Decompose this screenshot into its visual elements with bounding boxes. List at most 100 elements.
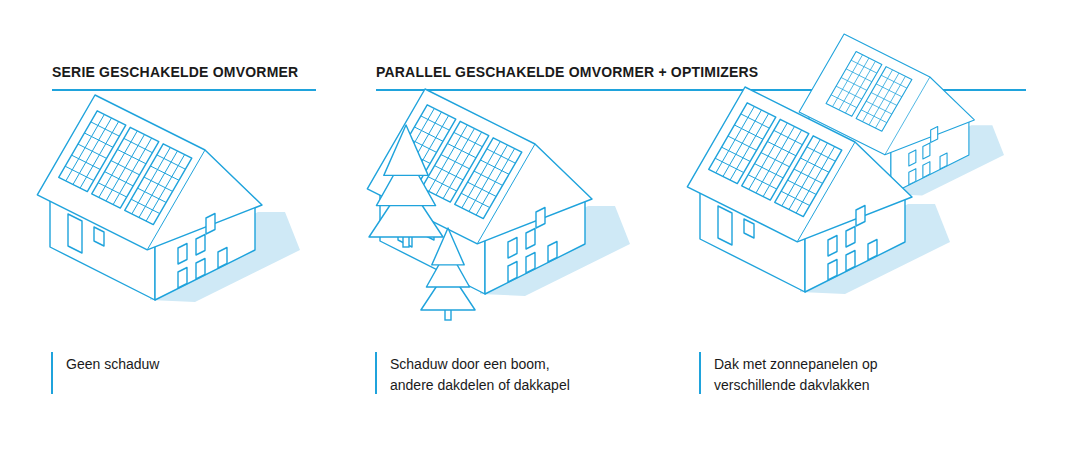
house bbox=[367, 89, 630, 296]
caption: Schaduw door een boom, andere dakdelen o… bbox=[390, 354, 590, 396]
panel-cell bbox=[728, 136, 757, 150]
panel-cell bbox=[468, 182, 497, 196]
solar-panel bbox=[455, 138, 522, 219]
panel-cell bbox=[150, 166, 179, 180]
caption-bar bbox=[51, 352, 53, 394]
panel-cell bbox=[157, 155, 186, 169]
window bbox=[856, 206, 865, 227]
panel-cell bbox=[734, 125, 763, 139]
panel-cell bbox=[487, 149, 516, 163]
panel-cell bbox=[881, 75, 907, 88]
panel-cell bbox=[480, 160, 509, 174]
panel-cell bbox=[788, 180, 817, 194]
window bbox=[536, 208, 545, 229]
house bbox=[687, 87, 950, 294]
window bbox=[828, 260, 837, 281]
panel-cell bbox=[846, 69, 872, 82]
panel-cell bbox=[871, 93, 897, 106]
section-heading: SERIE GESCHAKELDE OMVORMER bbox=[52, 64, 298, 80]
window bbox=[846, 227, 855, 248]
panel-cell bbox=[111, 161, 140, 175]
panel-cell bbox=[428, 177, 457, 191]
window bbox=[931, 127, 938, 143]
panel-cell bbox=[866, 101, 892, 114]
panel-cell bbox=[876, 84, 902, 97]
panel-cell bbox=[421, 116, 450, 130]
caption-bar bbox=[375, 352, 377, 394]
window bbox=[909, 150, 916, 166]
panel-cell bbox=[748, 175, 777, 189]
house-scenes bbox=[37, 34, 1004, 320]
panel-cell bbox=[861, 110, 887, 123]
tree bbox=[421, 228, 475, 320]
door bbox=[68, 214, 82, 253]
panel-cell bbox=[841, 78, 867, 91]
panel-cell bbox=[767, 141, 796, 155]
panel-cell bbox=[84, 133, 113, 147]
window bbox=[206, 214, 215, 235]
panel-cell bbox=[414, 127, 443, 141]
house bbox=[37, 95, 300, 302]
panel-cell bbox=[78, 144, 107, 158]
panel-cell bbox=[117, 149, 146, 163]
window bbox=[218, 248, 227, 269]
panel-cell bbox=[794, 169, 823, 183]
panel-cell bbox=[831, 95, 857, 108]
panel-cell bbox=[435, 166, 464, 180]
window bbox=[744, 219, 754, 238]
panel-cell bbox=[98, 183, 127, 197]
panel-cell bbox=[124, 138, 153, 152]
panel-cell bbox=[72, 155, 101, 169]
panel-cell bbox=[741, 114, 770, 128]
panel-cell bbox=[144, 177, 173, 191]
panel-cell bbox=[722, 147, 751, 161]
window bbox=[94, 227, 104, 246]
window bbox=[196, 235, 205, 256]
panel-cell bbox=[91, 122, 120, 136]
caption: Geen schaduw bbox=[66, 354, 266, 375]
panel-cell bbox=[839, 58, 869, 110]
panel-cell bbox=[851, 60, 877, 73]
window bbox=[828, 236, 837, 257]
window bbox=[923, 162, 930, 178]
window bbox=[508, 238, 517, 259]
section-heading: PARALLEL GESCHAKELDE OMVORMER + OPTIMIZE… bbox=[376, 64, 758, 80]
panel-cell bbox=[454, 132, 483, 146]
panel-cell bbox=[761, 153, 790, 167]
window bbox=[909, 169, 916, 185]
solar-panel bbox=[125, 144, 192, 225]
panel-cell bbox=[715, 158, 744, 172]
window bbox=[548, 242, 557, 263]
panel-cell bbox=[789, 143, 828, 210]
caption: Dak met zonnepanelen op verschillende da… bbox=[714, 354, 914, 396]
solar-panel bbox=[856, 67, 912, 132]
panel-cell bbox=[869, 73, 899, 125]
heading-rule bbox=[52, 89, 316, 91]
window bbox=[178, 244, 187, 265]
tree-layer bbox=[432, 228, 464, 265]
window bbox=[846, 251, 855, 272]
window bbox=[178, 268, 187, 289]
window bbox=[868, 240, 877, 261]
panel-cell bbox=[755, 164, 784, 178]
panel-cell bbox=[781, 191, 810, 205]
panel-cell bbox=[807, 147, 836, 161]
panel-cell bbox=[469, 145, 508, 212]
panel-cell bbox=[774, 130, 803, 144]
panel-cell bbox=[447, 143, 476, 157]
window bbox=[508, 262, 517, 283]
panel-cell bbox=[65, 166, 94, 180]
panel-cell bbox=[131, 199, 160, 213]
window bbox=[526, 229, 535, 250]
window bbox=[940, 153, 947, 169]
caption-bar bbox=[699, 352, 701, 394]
solar-panel bbox=[775, 136, 842, 217]
tree bbox=[369, 125, 443, 247]
panel-cell bbox=[139, 151, 178, 218]
panel-cell bbox=[461, 193, 490, 207]
house-roof bbox=[367, 89, 592, 244]
window bbox=[923, 143, 930, 159]
panel-cell bbox=[138, 188, 167, 202]
panel-cell bbox=[474, 171, 503, 185]
panel-cell bbox=[105, 172, 134, 186]
